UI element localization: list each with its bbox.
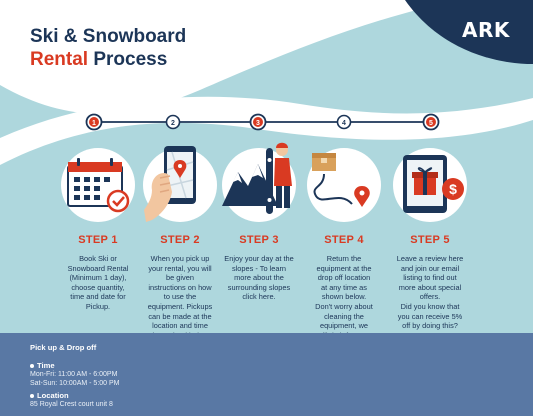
step-label-2: STEP 2 — [160, 234, 200, 246]
delivery-route-icon — [312, 153, 370, 207]
step-label-3: STEP 3 — [239, 234, 279, 246]
navy-corner — [405, 0, 533, 64]
page-title-line-1: Ski & Snowboard — [30, 26, 187, 47]
time-line-weekday: Mon-Fri: 11:00 AM - 6:00PM — [30, 371, 118, 378]
time-line-weekend: Sat-Sun: 10:00AM - 5:00 PM — [30, 380, 120, 387]
step-number-4: 4 — [342, 120, 346, 127]
title-rest: Process — [93, 49, 168, 70]
pickup-dropoff-footer: Pick up & Drop off Time Mon-Fri: 11:00 A… — [0, 333, 533, 416]
step-marker-3 — [249, 113, 267, 131]
location-line: 85 Royal Crest court unit 8 — [30, 401, 113, 408]
step-marker-4 — [336, 114, 352, 130]
step-marker-1 — [85, 113, 103, 131]
step-description-1: Book Ski or Snowboard Rental (Minimum 1 … — [67, 254, 129, 311]
gift-discount-icon: $ — [403, 155, 464, 213]
step-marker-2 — [165, 114, 181, 130]
step-label-1: STEP 1 — [78, 234, 118, 246]
step-label-5: STEP 5 — [410, 234, 450, 246]
page-title-line-2: Rental Process — [30, 49, 167, 71]
snowboarder-icon — [222, 142, 292, 214]
step-label-4: STEP 4 — [324, 234, 364, 246]
step-description-2: When you pick up your rental, you will b… — [147, 254, 213, 340]
location-label: Location — [37, 391, 69, 400]
step-number-3: 3 — [256, 120, 260, 127]
step-number-1: 1 — [92, 120, 96, 127]
bullet-icon — [30, 394, 34, 398]
step-description-4: Return the equipment at the drop off loc… — [315, 254, 373, 340]
white-wave — [0, 96, 533, 165]
step-number-5: 5 — [429, 120, 433, 127]
time-label: Time — [37, 361, 55, 370]
bullet-icon — [30, 364, 34, 368]
calendar-icon — [67, 158, 130, 213]
location-heading: Location — [30, 391, 69, 400]
step-number-2: 2 — [171, 120, 175, 127]
step-marker-5 — [422, 113, 440, 131]
footer-heading: Pick up & Drop off — [30, 343, 97, 352]
ark-logo: ARK — [462, 18, 510, 42]
map-phone-icon — [144, 146, 196, 222]
step-description-3: Enjoy your day at the slopes - To learn … — [224, 254, 294, 302]
step-description-5: Leave a review here and join our email l… — [396, 254, 464, 331]
title-accent: Rental — [30, 49, 89, 70]
svg-text:$: $ — [449, 181, 457, 197]
time-heading: Time — [30, 361, 55, 370]
